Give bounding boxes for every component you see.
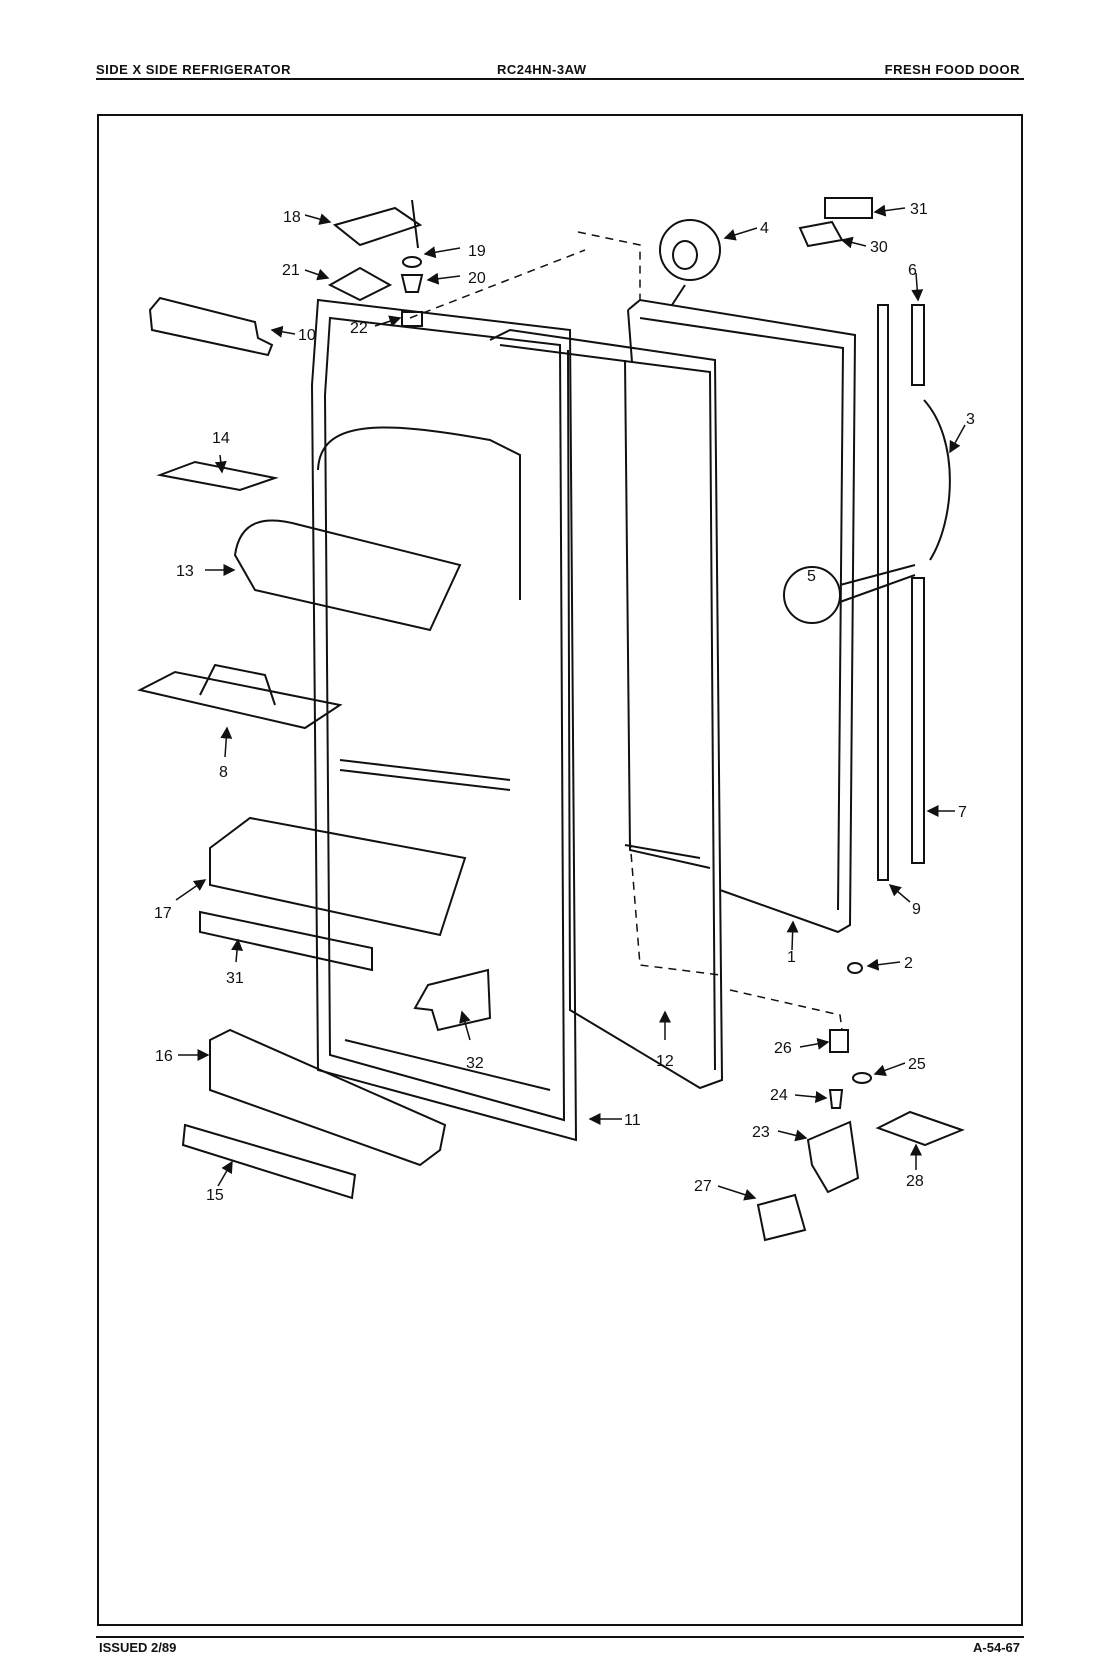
dairy-compartment-cover [233, 519, 462, 632]
hinge-spacer [401, 311, 423, 327]
callout-32: 32 [466, 1055, 484, 1072]
callout-27: 27 [694, 1178, 712, 1195]
callout-1: 1 [787, 949, 796, 966]
bottom-hinge [806, 1120, 860, 1194]
exploded-parts-diagram: 18 19 20 21 22 10 4 31 30 6 3 5 14 13 8 … [137, 197, 975, 1242]
hinge-washer [402, 256, 422, 268]
hinge-shim-lower [756, 1193, 807, 1242]
callout-9: 9 [912, 901, 921, 918]
header-model: RC24HN-3AW [497, 62, 587, 77]
drawing-number: A-54-67 [973, 1640, 1020, 1655]
bottom-door-bin [209, 1028, 447, 1167]
door-closure-cam [148, 296, 274, 357]
callout-5: 5 [807, 568, 816, 585]
callout-28: 28 [906, 1173, 924, 1190]
door-stop [911, 304, 925, 386]
callout-6: 6 [908, 262, 917, 279]
callout-24: 24 [770, 1087, 788, 1104]
callout-13: 13 [176, 563, 194, 580]
callout-8: 8 [219, 764, 228, 781]
callout-20: 20 [468, 270, 486, 287]
hinge-pin-bushing [829, 1029, 849, 1053]
hinge-cap [847, 962, 863, 974]
callout-3: 3 [966, 411, 975, 428]
door-shelf [209, 816, 467, 937]
header-rule [96, 78, 1024, 80]
switch-detail-circle [783, 566, 841, 624]
wire-harness [923, 399, 951, 561]
footer-rule [96, 1636, 1024, 1638]
top-hinge [332, 206, 423, 247]
callout-25: 25 [908, 1056, 926, 1073]
callout-16: 16 [155, 1048, 173, 1065]
outer-door-panel [627, 298, 857, 934]
shelf-trim [199, 910, 373, 972]
callout-2: 2 [904, 955, 913, 972]
callout-23: 23 [752, 1124, 770, 1141]
callout-10: 10 [298, 327, 316, 344]
callout-4: 4 [760, 220, 769, 237]
callout-15: 15 [206, 1187, 224, 1204]
callout-26: 26 [774, 1040, 792, 1057]
callout-12: 12 [656, 1053, 674, 1070]
header-title: SIDE X SIDE REFRIGERATOR [96, 62, 291, 77]
callout-30: 30 [870, 239, 888, 256]
callout-31-top: 31 [910, 201, 928, 218]
hinge-washer-lower [852, 1072, 872, 1084]
hinge-bushing [400, 274, 424, 293]
callout-19: 19 [468, 243, 486, 260]
nameplate [824, 197, 873, 219]
callout-11: 11 [624, 1112, 641, 1129]
callout-17: 17 [154, 905, 172, 922]
callout-22: 22 [350, 320, 368, 337]
callout-14: 14 [212, 430, 230, 447]
issued-date: ISSUED 2/89 [99, 1640, 177, 1655]
shelf-clip [156, 460, 279, 492]
bin-trim [181, 1123, 357, 1200]
shelf-bracket [413, 968, 492, 1032]
handle-trim-strip [911, 577, 925, 864]
handle-trim [877, 304, 889, 881]
egg-tray [137, 670, 343, 730]
door-gasket [489, 328, 724, 1090]
callout-18: 18 [283, 209, 301, 226]
plug-detail-circle [659, 219, 721, 281]
nameplate-bezel [798, 220, 844, 248]
callout-7: 7 [958, 804, 967, 821]
callout-21: 21 [282, 262, 300, 279]
hinge-shim [327, 266, 393, 302]
door-liner [310, 298, 578, 1142]
hinge-pin [828, 1089, 844, 1109]
hinge-plate [875, 1110, 965, 1147]
header-section: FRESH FOOD DOOR [884, 62, 1020, 77]
callout-31-shelf: 31 [226, 970, 244, 987]
